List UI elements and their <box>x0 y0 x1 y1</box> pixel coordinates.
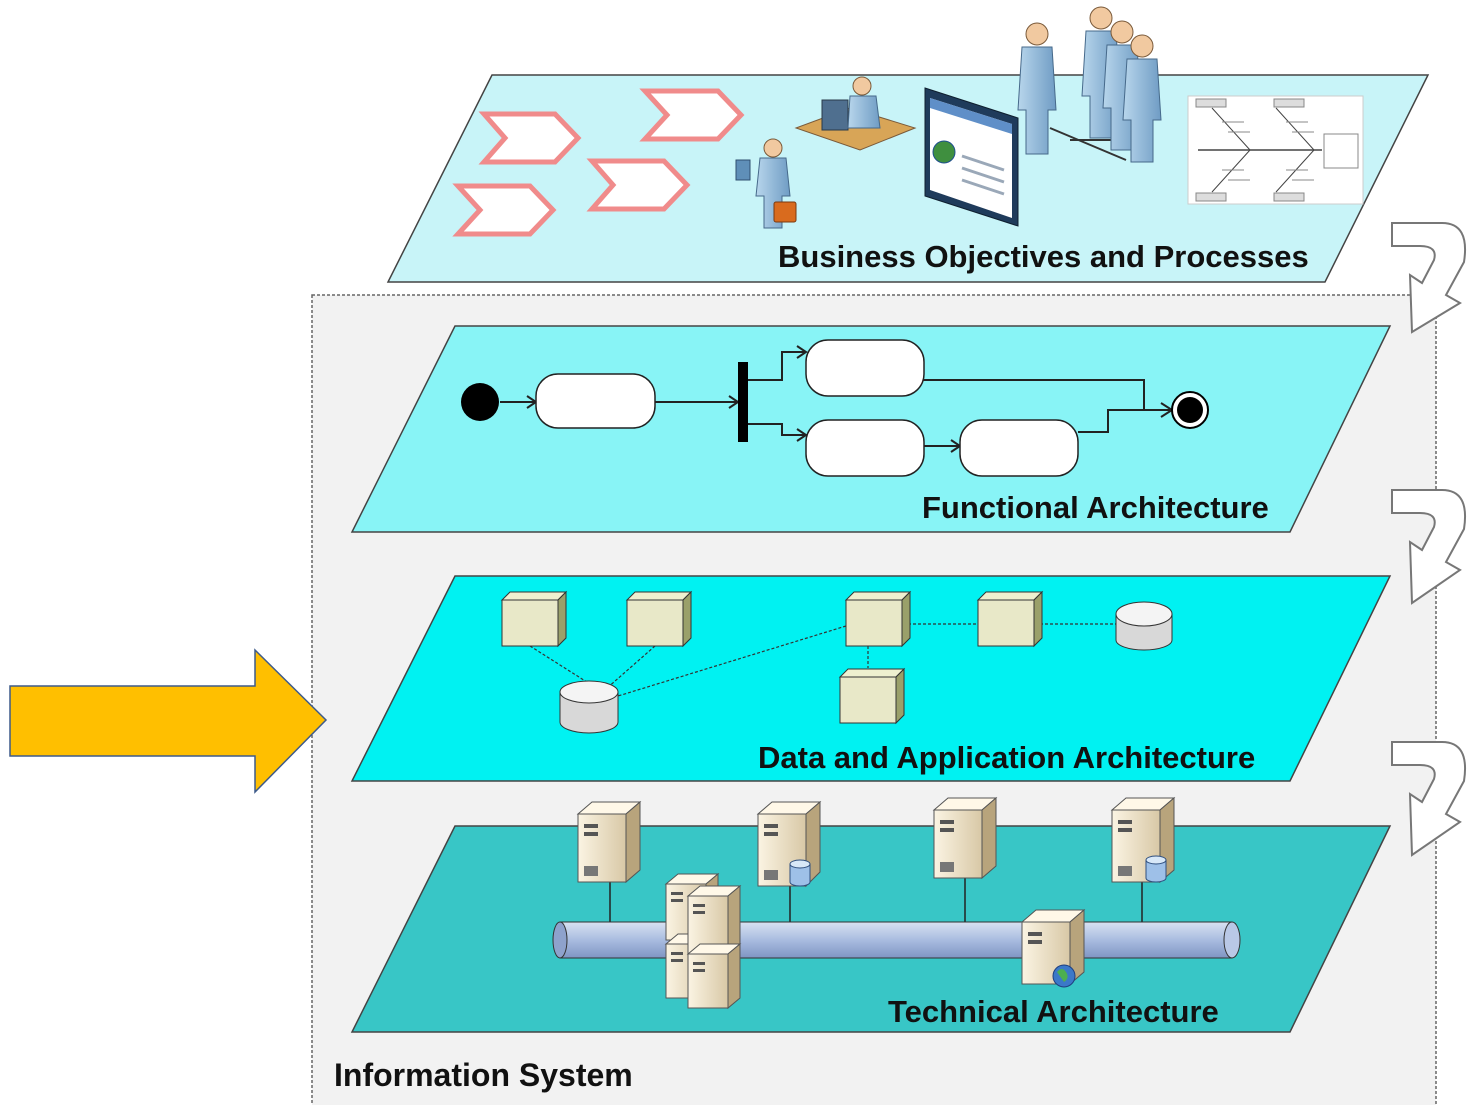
business-layer-label: Business Objectives and Processes <box>778 239 1309 274</box>
database-icon <box>789 859 811 887</box>
server-icon <box>576 800 642 884</box>
data-application-layer-label: Data and Application Architecture <box>758 740 1255 775</box>
business-layer: Business Objectives and Processes <box>386 6 1430 283</box>
component-cube-icon <box>844 590 912 648</box>
fork-bar <box>738 362 748 442</box>
server-icon <box>1020 908 1086 988</box>
network-bus-icon <box>552 921 1241 959</box>
curved-down-arrow-icon <box>1391 489 1466 605</box>
database-icon <box>559 680 619 734</box>
technical-layer-label: Technical Architecture <box>888 994 1219 1029</box>
server-icon <box>932 796 998 880</box>
functional-layer-label: Functional Architecture <box>922 490 1269 525</box>
server-icon <box>686 942 742 1010</box>
activity-node <box>535 373 656 429</box>
curved-down-arrow-icon <box>1391 741 1466 857</box>
globe-icon <box>1052 964 1076 988</box>
technical-layer: Technical Architecture <box>350 796 1392 1033</box>
person-icon <box>735 138 797 229</box>
activity-node <box>959 419 1079 477</box>
chevron-step-icon <box>452 88 745 237</box>
person-icon <box>794 76 917 151</box>
component-cube-icon <box>976 590 1044 648</box>
component-links <box>529 623 1116 701</box>
functional-layer: Functional Architecture <box>350 325 1392 533</box>
information-system-label: Information System <box>334 1057 633 1093</box>
block-arrow-right-icon <box>9 648 328 794</box>
server-icon <box>1110 796 1176 884</box>
component-cube-icon <box>625 590 693 648</box>
component-cube-icon <box>838 667 906 725</box>
server-links <box>609 878 1143 922</box>
server-icon <box>756 800 822 888</box>
person-group-icon <box>1017 6 1162 163</box>
component-cube-icon <box>500 590 568 648</box>
activity-node <box>805 339 925 397</box>
initial-node-icon <box>461 383 499 421</box>
server-cluster-icon <box>664 872 742 1010</box>
monitor-screen-icon <box>924 87 1019 227</box>
activity-node <box>805 419 925 477</box>
fishbone-diagram-icon <box>1187 95 1364 205</box>
curved-down-arrow-icon <box>1391 222 1466 334</box>
person-icon <box>1017 22 1057 155</box>
database-icon <box>1145 855 1167 883</box>
database-icon <box>1115 601 1173 651</box>
final-node-icon <box>1171 391 1209 429</box>
person-icon <box>1122 34 1162 163</box>
data-application-layer: Data and Application Architecture <box>350 575 1392 782</box>
